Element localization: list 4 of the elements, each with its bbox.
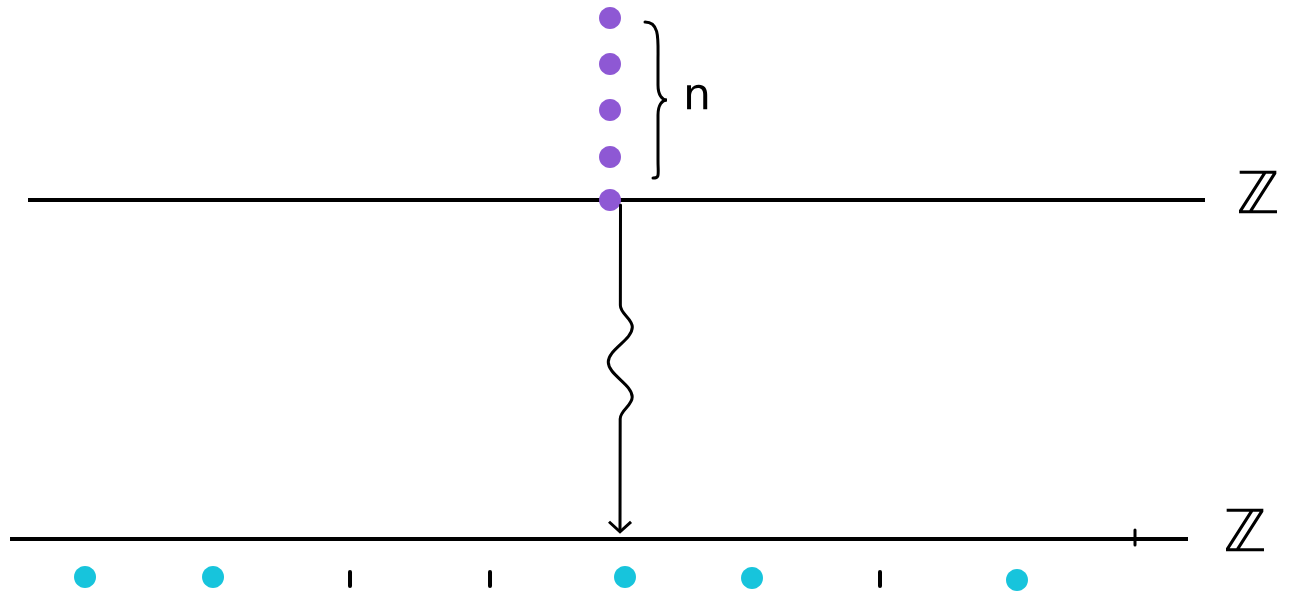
set-symbol: ℤ bbox=[1239, 170, 1277, 214]
squiggly-arrow bbox=[606, 203, 634, 534]
set-symbol: ℤ bbox=[1226, 508, 1264, 552]
brace-label: n bbox=[687, 84, 708, 110]
